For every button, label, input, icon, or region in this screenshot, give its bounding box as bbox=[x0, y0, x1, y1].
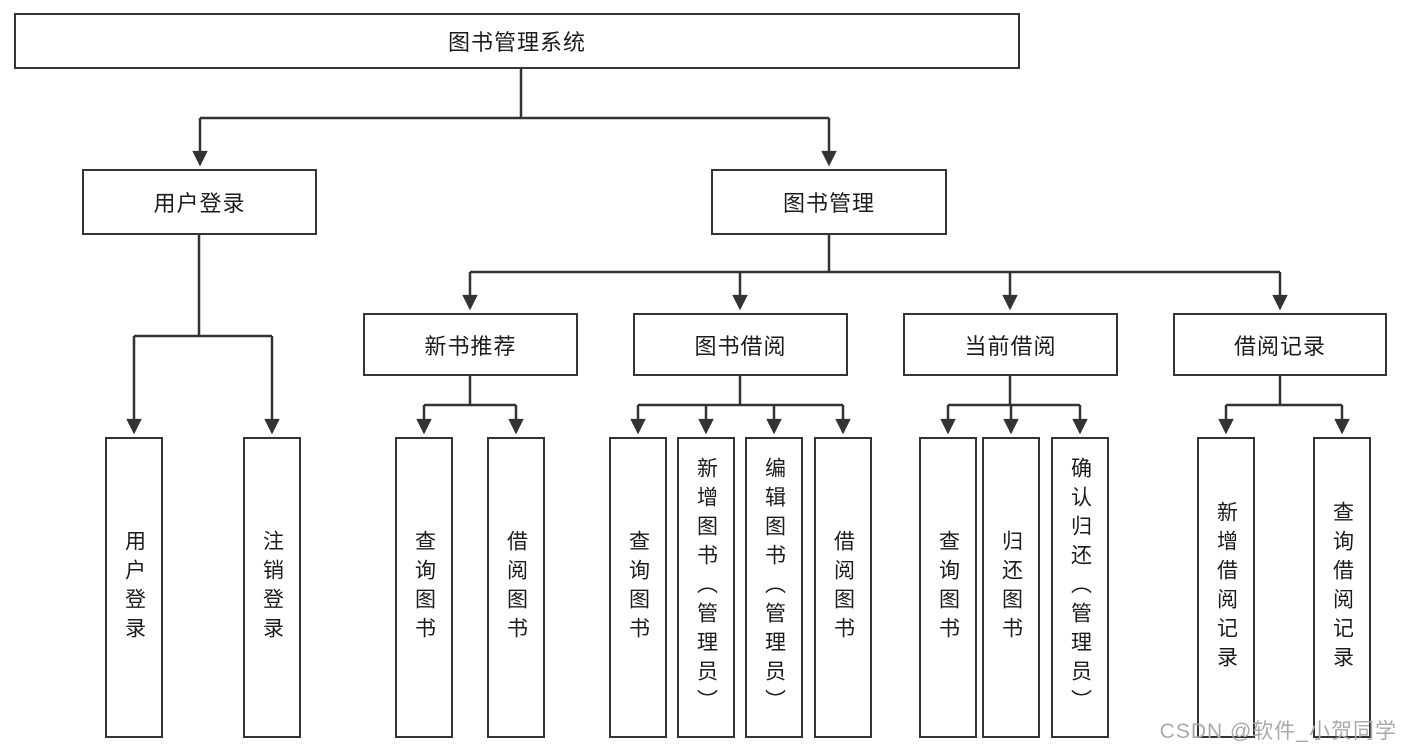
leaf-query-books: 查询图书 bbox=[919, 437, 977, 738]
leaf-query-books: 查询图书 bbox=[609, 437, 667, 738]
leaf-confirm-return-admin: 确认归还（管理员） bbox=[1051, 437, 1109, 738]
leaf-query-borrow-record: 查询借阅记录 bbox=[1313, 437, 1371, 738]
leaf-user-login: 用户登录 bbox=[105, 437, 163, 738]
leaf-logout: 注销登录 bbox=[243, 437, 301, 738]
leaf-borrow-books: 借阅图书 bbox=[814, 437, 872, 738]
node-book-borrow: 图书借阅 bbox=[633, 313, 848, 376]
csdn-watermark: CSDN @软件_小贺同学 bbox=[1159, 720, 1397, 743]
leaf-query-books: 查询图书 bbox=[395, 437, 453, 738]
leaf-borrow-books: 借阅图书 bbox=[487, 437, 545, 738]
leaf-edit-books-admin: 编辑图书（管理员） bbox=[745, 437, 803, 738]
node-library-system: 图书管理系统 bbox=[14, 13, 1020, 69]
node-book-management: 图书管理 bbox=[711, 169, 947, 235]
node-user-login: 用户登录 bbox=[82, 169, 317, 235]
leaf-add-books-admin: 新增图书（管理员） bbox=[677, 437, 735, 738]
leaf-add-borrow-record: 新增借阅记录 bbox=[1197, 437, 1255, 738]
leaf-return-books: 归还图书 bbox=[982, 437, 1040, 738]
node-new-book-recommend: 新书推荐 bbox=[363, 313, 578, 376]
node-borrow-records: 借阅记录 bbox=[1173, 313, 1387, 376]
node-current-borrow: 当前借阅 bbox=[903, 313, 1118, 376]
